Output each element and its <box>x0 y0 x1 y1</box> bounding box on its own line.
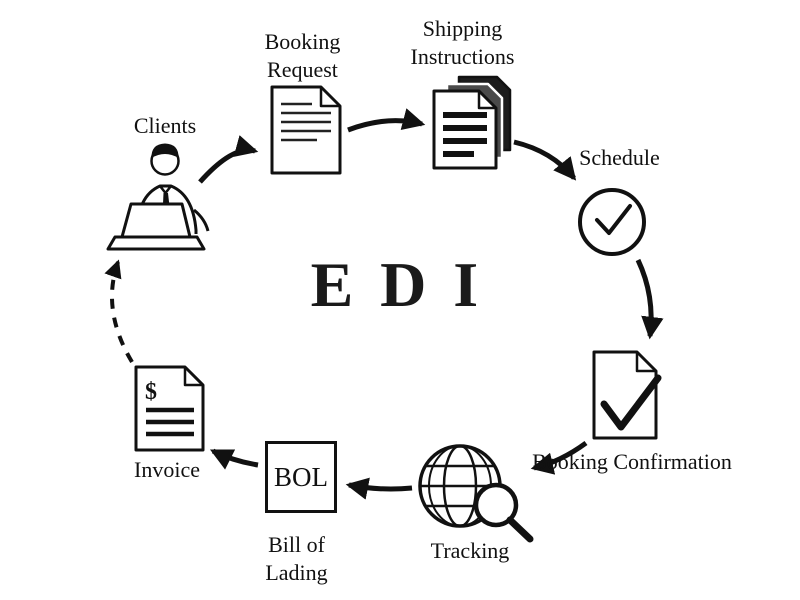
booking-confirmation-label: Booking Confirmation <box>532 449 732 474</box>
document-checkmark-icon <box>592 350 662 440</box>
arrow-tracking-to-bol <box>345 477 413 500</box>
clock-icon <box>578 188 646 256</box>
tracking-label: Tracking <box>430 538 510 563</box>
arrow-clients-to-booking-request <box>198 135 259 184</box>
arrow-schedule-to-booking-confirmation <box>635 258 664 340</box>
bol-box: BOL <box>265 441 337 513</box>
invoice-document-icon: $ <box>134 365 205 452</box>
diagram-title: EDI <box>310 249 506 320</box>
clients-label: Clients <box>133 113 197 138</box>
person-at-laptop-icon <box>106 143 210 251</box>
arrow-invoice-to-clients <box>104 259 134 364</box>
invoice-dollar-sign: $ <box>145 379 157 405</box>
bol-box-label: BOL <box>274 461 328 492</box>
arrow-shipping-instructions-to-schedule <box>513 139 577 181</box>
shipping-instructions-label: Shipping Instructions <box>410 16 515 69</box>
invoice-label: Invoice <box>134 457 200 482</box>
document-icon <box>270 85 342 175</box>
arrow-bol-to-invoice <box>209 448 259 470</box>
arrow-booking-request-to-shipping-instructions <box>347 108 426 133</box>
bill-of-lading-label: Bill of Lading <box>265 532 328 585</box>
globe-magnifier-icon <box>418 444 534 543</box>
stacked-documents-icon <box>432 75 512 170</box>
arrow-booking-confirmation-to-tracking <box>530 440 588 475</box>
booking-request-label: Booking Request <box>264 29 341 82</box>
schedule-label: Schedule <box>579 145 660 170</box>
